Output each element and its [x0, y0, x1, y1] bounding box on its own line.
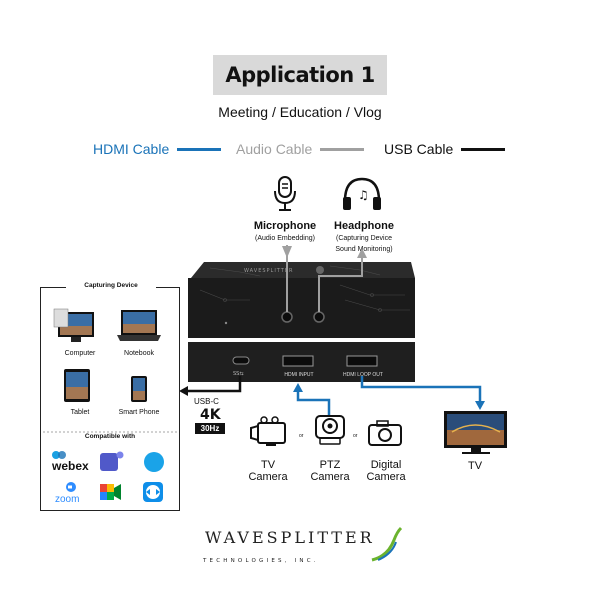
notebook-label: Notebook	[124, 350, 154, 357]
tv-camera-icon	[250, 416, 286, 446]
brand-logo: WaveSplitter	[205, 528, 375, 547]
mic-arrow	[282, 246, 292, 258]
tablet-label: Tablet	[70, 409, 90, 416]
capturing-device-title: Capturing Device	[66, 282, 156, 289]
teamviewer-icon	[143, 482, 163, 502]
circuit-pattern	[199, 265, 410, 312]
usb-cable	[185, 376, 242, 393]
brand-swoosh-icon	[371, 526, 403, 562]
microphone-title: Microphone	[253, 220, 317, 232]
webex-label: webex	[52, 459, 89, 473]
hdmi-out-cable	[360, 376, 482, 403]
tv-label: TV	[467, 460, 483, 472]
teams-icon	[100, 451, 124, 471]
legend-audio-line	[320, 147, 365, 151]
digital-camera-icon	[368, 420, 402, 446]
page-subtitle: Meeting / Education / Vlog	[218, 104, 382, 120]
smart-phone-label: Smart Phone	[118, 409, 160, 416]
tv-camera-line2: Camera	[248, 471, 288, 483]
led	[224, 321, 228, 325]
ptz-camera-icon	[315, 415, 345, 445]
ptz-camera-line1: PTZ	[319, 459, 341, 471]
svg-text:♫: ♫	[358, 188, 369, 202]
legend-hdmi-line	[177, 147, 222, 151]
capturing-devices-art	[43, 308, 177, 502]
page-title: Application 1	[225, 63, 375, 87]
tablet-icon	[64, 369, 90, 402]
webex-icon	[52, 451, 66, 459]
legend-usb-label: USB Cable	[384, 141, 454, 157]
headphone-cable	[318, 254, 363, 312]
headphone-sub1: (Capturing Device	[335, 235, 393, 242]
hdmi-input-port	[282, 355, 314, 367]
headphone-label: Headphone (Capturing Device Sound Monito…	[322, 221, 406, 254]
top-box-body	[188, 278, 415, 338]
computer-icon	[53, 308, 94, 342]
hdmi-input-arrow	[293, 383, 303, 392]
title-box: Application 1	[213, 55, 387, 95]
headphone-icon: ♫	[343, 177, 381, 210]
tv-camera-line1: TV	[260, 459, 276, 471]
device-logo	[316, 266, 324, 274]
usb-fps-badge: 30Hz	[195, 423, 225, 434]
hdmi-loop-out-port	[346, 355, 378, 367]
headphone-title: Headphone	[334, 220, 394, 232]
legend-audio: Audio Cable	[236, 141, 365, 157]
top-box-lid	[191, 262, 415, 278]
brand-tagline: TECHNOLOGIES, INC.	[203, 558, 319, 564]
digital-camera-line1: Digital	[370, 459, 402, 471]
hdmi-input-cable	[296, 390, 331, 416]
smart-phone-icon	[131, 376, 147, 402]
legend-hdmi: HDMI Cable	[93, 141, 222, 157]
headphone-sub2: Sound Monitoring)	[335, 246, 393, 253]
legend-usb: USB Cable	[384, 141, 506, 157]
legend-hdmi-label: HDMI Cable	[93, 141, 170, 157]
microphone-label: Microphone (Audio Embedding)	[243, 221, 327, 243]
usbc-port	[232, 356, 250, 365]
microphone-sub: (Audio Embedding)	[255, 235, 315, 242]
device-brand-text: WAVESPLITTER	[244, 268, 293, 274]
usbc-port-label: SS⇆	[233, 371, 244, 377]
zoom-label: zoom	[55, 494, 80, 505]
digital-camera-line2: Camera	[366, 471, 406, 483]
compatible-title: Compatible with	[84, 433, 136, 440]
zoom-icon	[66, 482, 76, 492]
legend-audio-label: Audio Cable	[236, 141, 313, 157]
google-meet-icon	[100, 484, 121, 500]
skype-icon	[144, 452, 164, 472]
usb-label: USB-C	[194, 397, 219, 406]
usb-arrow	[179, 386, 188, 396]
computer-label: Computer	[64, 350, 96, 357]
mic-jack	[281, 311, 293, 323]
hdmi-out-arrow	[475, 401, 485, 410]
legend-usb-line	[461, 147, 506, 151]
headphone-arrow	[357, 248, 367, 258]
headphone-jack	[313, 311, 325, 323]
or-label-2: or	[353, 433, 358, 439]
hdmi-input-port-label: HDMI INPUT	[284, 372, 314, 378]
or-label-1: or	[299, 433, 304, 439]
usb-res: 4K	[200, 407, 221, 423]
hdmi-loop-out-port-label: HDMI LOOP OUT	[343, 372, 383, 378]
microphone-icon	[274, 176, 296, 211]
ptz-camera-line2: Camera	[310, 471, 350, 483]
notebook-icon	[117, 310, 161, 341]
